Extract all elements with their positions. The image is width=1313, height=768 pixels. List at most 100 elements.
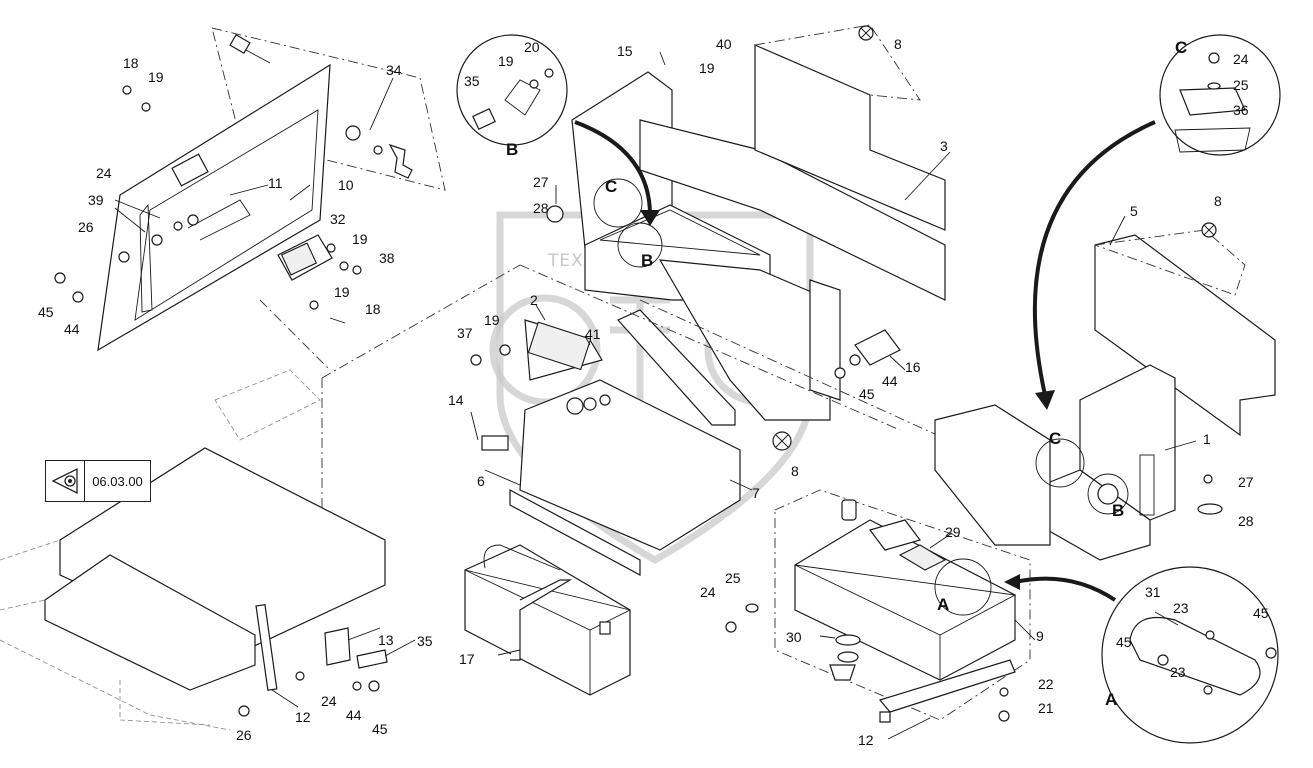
arrow-detail-b	[574, 120, 652, 216]
callout-25b: 24	[1233, 51, 1249, 67]
detail-letter-b-locator: B	[641, 251, 653, 270]
tray-10	[878, 659, 1016, 723]
callout-39: 37	[457, 325, 473, 341]
callout-25c: 24	[700, 584, 716, 600]
callout-29: 28	[533, 200, 549, 216]
callout-20b: 19	[352, 231, 368, 247]
callout-10: 12	[858, 732, 874, 748]
arrow-head-b	[640, 210, 660, 226]
callout-8c: 8	[791, 463, 799, 479]
box-9	[725, 489, 1031, 722]
callout-45d: 45	[1116, 634, 1132, 650]
locator-circle-b2	[1087, 473, 1129, 515]
callout-15: 13	[378, 632, 394, 648]
arrow-detail-c	[1032, 120, 1156, 396]
callout-45e: 45	[372, 721, 388, 737]
side-panel-5	[1094, 222, 1276, 437]
callout-6: 6	[477, 473, 485, 489]
callout-8b: 8	[1214, 193, 1222, 209]
detail-view-c	[1159, 34, 1281, 156]
callout-9: 9	[1036, 628, 1044, 644]
callout-27b: 26	[236, 727, 252, 743]
arrow-detail-a	[1014, 576, 1117, 602]
callout-44b: 44	[882, 373, 898, 389]
locator-circle-c2	[1035, 438, 1085, 488]
rear-panel-assembly	[54, 27, 521, 600]
callout-31: 30	[786, 629, 802, 645]
callout-44: 44	[64, 321, 80, 337]
callout-26b: 25	[725, 570, 741, 586]
callout-16: 15	[617, 43, 633, 59]
callout-12: 11	[268, 175, 283, 191]
callout-42: 40	[716, 36, 732, 52]
callout-20c: 19	[334, 284, 350, 300]
detail-letter-c-locator2: C	[1049, 429, 1061, 448]
callout-5: 5	[1130, 203, 1138, 219]
callout-35: 34	[386, 62, 402, 78]
callout-36: 35	[417, 633, 433, 649]
callout-17: 16	[905, 359, 921, 375]
callout-24b: 23	[1170, 664, 1186, 680]
callout-19b: 18	[365, 301, 381, 317]
callout-13: 12	[295, 709, 311, 725]
callout-19: 18	[123, 55, 139, 71]
callout-20e: 19	[699, 60, 715, 76]
reference-code: 06.03.00	[92, 473, 143, 489]
locator-circle-a	[934, 558, 992, 616]
callout-45b: 45	[859, 386, 875, 402]
locator-circle-b	[617, 222, 663, 268]
callout-32: 31	[1145, 584, 1161, 600]
callout-38: 36	[1233, 102, 1249, 118]
detail-letter-a: A	[1105, 690, 1117, 709]
reference-badge[interactable]: 06.03.00	[45, 460, 151, 502]
arrow-head-a	[1004, 574, 1020, 590]
callout-27: 26	[78, 219, 94, 235]
detail-view-b	[456, 34, 568, 146]
bolt	[229, 33, 271, 64]
callout-14: 14	[448, 392, 464, 408]
locator-circle-c	[593, 178, 643, 228]
bracket-34	[277, 234, 333, 281]
frame-center	[470, 71, 1081, 577]
callout-45c: 45	[1253, 605, 1269, 621]
machine-base	[0, 369, 388, 731]
detail-letter-c-locator: C	[605, 177, 617, 196]
view-eye-icon	[46, 461, 85, 501]
callout-22: 21	[1038, 700, 1054, 716]
callout-45: 45	[38, 304, 54, 320]
callout-34: 32	[330, 211, 346, 227]
detail-letter-c: C	[1175, 38, 1187, 57]
callout-1: 1	[1203, 431, 1211, 447]
callout-41: 39	[88, 192, 104, 208]
callout-43: 41	[585, 326, 601, 342]
callout-20d: 19	[498, 53, 514, 69]
detail-view-a	[1101, 566, 1279, 744]
callout-3: 3	[940, 138, 948, 154]
bracket-1	[934, 364, 1223, 561]
callout-25: 24	[96, 165, 112, 181]
callout-21: 20	[524, 39, 540, 55]
detail-letter-b-locator2: B	[1112, 501, 1124, 520]
side-panel-3	[753, 24, 946, 231]
callout-20: 19	[148, 69, 164, 85]
callout-2: 2	[530, 292, 538, 308]
callout-26: 25	[1233, 77, 1249, 93]
callout-37: 35	[464, 73, 480, 89]
callout-7: 7	[752, 485, 760, 501]
callout-40: 38	[379, 250, 395, 266]
callout-8: 8	[894, 36, 902, 52]
callout-18: 17	[459, 651, 475, 667]
callout-29b: 28	[1238, 513, 1254, 529]
callout-28: 27	[533, 174, 549, 190]
callout-30: 29	[945, 524, 961, 540]
callout-23: 22	[1038, 676, 1054, 692]
detail-letters: B C C B C B A A	[506, 38, 1187, 709]
battery-18	[464, 544, 632, 696]
leader-lines	[114, 51, 1197, 740]
callout-25d: 24	[321, 693, 337, 709]
callout-28b: 27	[1238, 474, 1254, 490]
arrow-head-c	[1035, 390, 1055, 410]
detail-letter-a-locator: A	[937, 595, 949, 614]
callout-44c: 44	[346, 707, 362, 723]
